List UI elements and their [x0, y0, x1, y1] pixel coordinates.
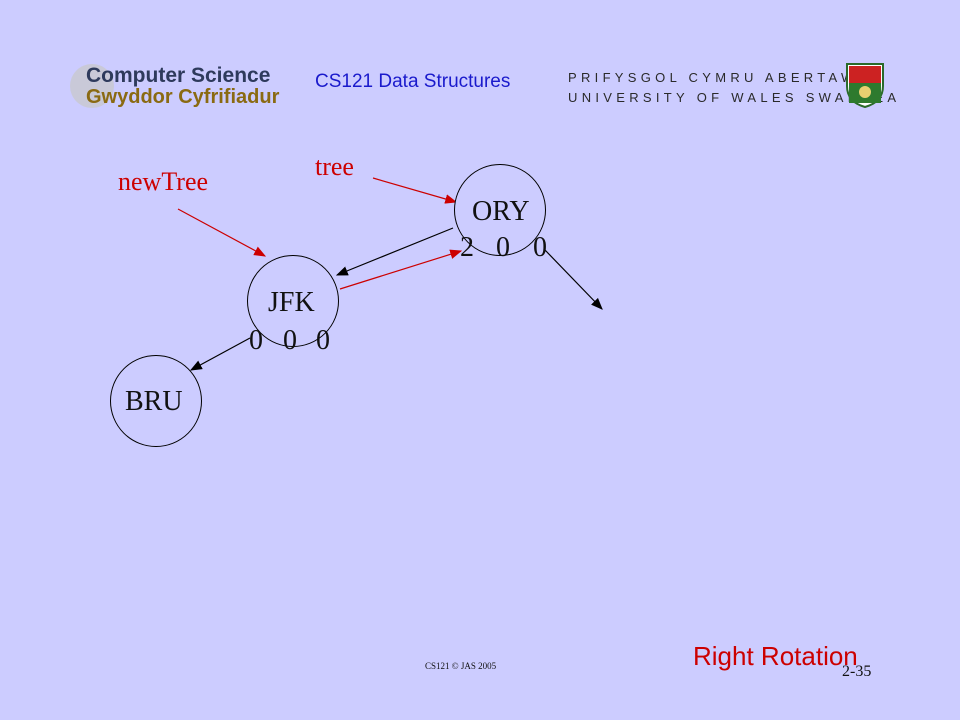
copyright-footer: CS121 © JAS 2005	[425, 661, 497, 671]
new-tree-pointer-arrow	[177, 208, 267, 257]
jfk-right-child-edge	[339, 249, 463, 290]
university-line-1: PRIFYSGOL CYMRU ABERTAWE	[568, 70, 871, 85]
course-title: CS121 Data Structures	[315, 71, 511, 92]
jfk-balance-right: 0	[316, 325, 330, 356]
logo-line-2: Gwyddor Cyfrifiadur	[86, 86, 280, 108]
ory-left-child-edge	[335, 227, 454, 276]
ory-right-child-edge	[544, 249, 603, 310]
tree-pointer-arrow	[372, 177, 458, 204]
page-number: 2-35	[842, 663, 872, 680]
jfk-node-circle	[247, 255, 339, 347]
slide-title: Right Rotation	[693, 641, 858, 671]
university-crest-icon	[846, 63, 884, 108]
jfk-node-label: JFK	[268, 287, 315, 318]
logo-swirl-icon	[70, 64, 114, 108]
computer-science-logo: Computer Science Gwyddor Cyfrifiadur	[68, 62, 298, 110]
bru-node-circle	[110, 355, 202, 447]
ory-balance-left: 2	[460, 232, 474, 263]
jfk-balance-left: 0	[249, 325, 263, 356]
jfk-balance-middle: 0	[283, 325, 297, 356]
tree-label: tree	[315, 152, 354, 181]
new-tree-label: newTree	[118, 167, 209, 196]
ory-balance-right: 0	[533, 232, 547, 263]
jfk-left-child-edge	[189, 337, 251, 371]
university-line-2: UNIVERSITY OF WALES SWANSEA	[568, 90, 901, 105]
bru-node-label: BRU	[125, 386, 183, 417]
ory-balance-middle: 0	[496, 232, 510, 263]
university-name: PRIFYSGOL CYMRU ABERTAWE UNIVERSITY OF W…	[568, 68, 900, 108]
logo-line-1: Computer Science	[86, 64, 271, 87]
ory-node-circle	[454, 164, 546, 256]
ory-node-label: ORY	[472, 196, 530, 227]
